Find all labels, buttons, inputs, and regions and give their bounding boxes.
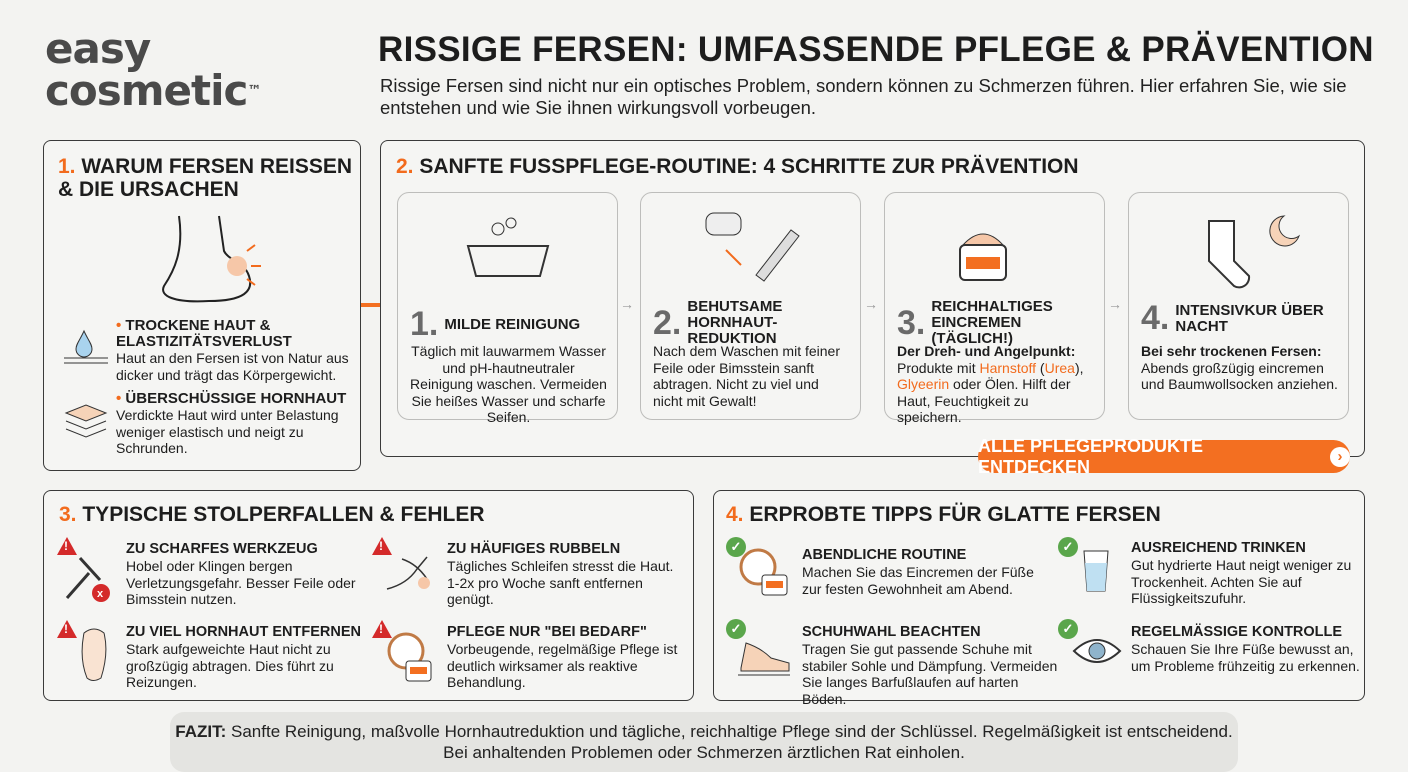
connector-line [361,303,381,307]
page-subtitle: Rissige Fersen sind nicht nur ein optisc… [380,75,1347,118]
arrow-right-icon: → [620,296,634,312]
rubbing-foot-icon [386,556,430,590]
step-card: 1.MILDE REINIGUNG Täglich mit lauwarmem … [397,192,618,425]
skin-layers-icon [62,403,110,448]
step-card: 4.INTENSIVKUR ÜBER NACHT Bei sehr trocke… [1128,192,1349,420]
page-title: RISSIGE FERSEN: UMFASSENDE PFLEGE & PRÄV… [378,30,1374,69]
section-tips: 4. ERPROBTE TIPPS FÜR GLATTE FERSEN ✓ AB… [713,490,1365,707]
sock-moon-icon [1208,215,1301,289]
cause-item: • ÜBERSCHÜSSIGE HORNHAUT Verdickte Haut … [116,390,347,457]
foot-sole-icon [81,628,107,681]
section-title: 3. TYPISCHE STOLPERFALLEN & FEHLER [59,503,485,526]
check-icon: ✓ [726,537,746,557]
water-glass-icon [1083,550,1109,592]
clock-cream-icon [387,632,432,682]
brand-logo: easy cosmetic™ [45,28,261,112]
warning-icon [57,537,77,555]
cause-item: • TROCKENE HAUT & ELASTIZITÄTSVERLUST Ha… [116,317,349,383]
eye-icon [1072,639,1122,663]
pumice-file-icon [705,212,800,282]
cream-jar-icon [959,233,1007,281]
trademark: ™ [247,83,262,99]
cracked-heel-icon [162,215,261,303]
conclusion-banner: FAZIT: Sanfte Reinigung, maßvolle Hornha… [170,712,1238,772]
check-icon: ✓ [1058,619,1078,639]
chevron-right-icon: › [1330,446,1350,467]
section-causes: 1. WARUM FERSEN REISSEN & DIE URSACHEN •… [43,140,361,471]
section-title: 4. ERPROBTE TIPPS FÜR GLATTE FERSEN [726,503,1161,526]
discover-products-button[interactable]: ALLE PFLEGEPRODUKTE ENTDECKEN› [978,436,1350,477]
section-title: 2. SANFTE FUSSPFLEGE-ROUTINE: 4 SCHRITTE… [396,155,1079,178]
step-card: 3.REICHHALTIGES EINCREMEN (TÄGLICH!) Der… [884,192,1105,425]
warning-icon [372,537,392,555]
water-drop-icon [62,326,112,371]
arrow-right-icon: → [1108,296,1122,312]
arrow-right-icon: → [864,296,878,312]
razor-icon: x [65,556,110,602]
section-title: 1. WARUM FERSEN REISSEN & DIE URSACHEN [58,155,353,201]
clock-cream-icon [739,548,788,596]
wash-basin-icon [466,217,550,277]
step-card: 2.BEHUTSAME HORNHAUT-REDUKTION Nach dem … [640,192,861,420]
svg-text:x: x [97,588,104,600]
warning-icon [57,620,77,638]
mistake-item: PFLEGE NUR "BEI BEDARF"Vorbeugende, rege… [447,624,678,690]
logo-line1: easy [45,24,151,73]
shoe-icon [738,642,790,676]
logo-line2: cosmetic [45,66,248,115]
check-icon: ✓ [1058,537,1078,557]
warning-icon [372,620,392,638]
section-mistakes: 3. TYPISCHE STOLPERFALLEN & FEHLER x ZU … [43,490,694,701]
check-icon: ✓ [726,619,746,639]
